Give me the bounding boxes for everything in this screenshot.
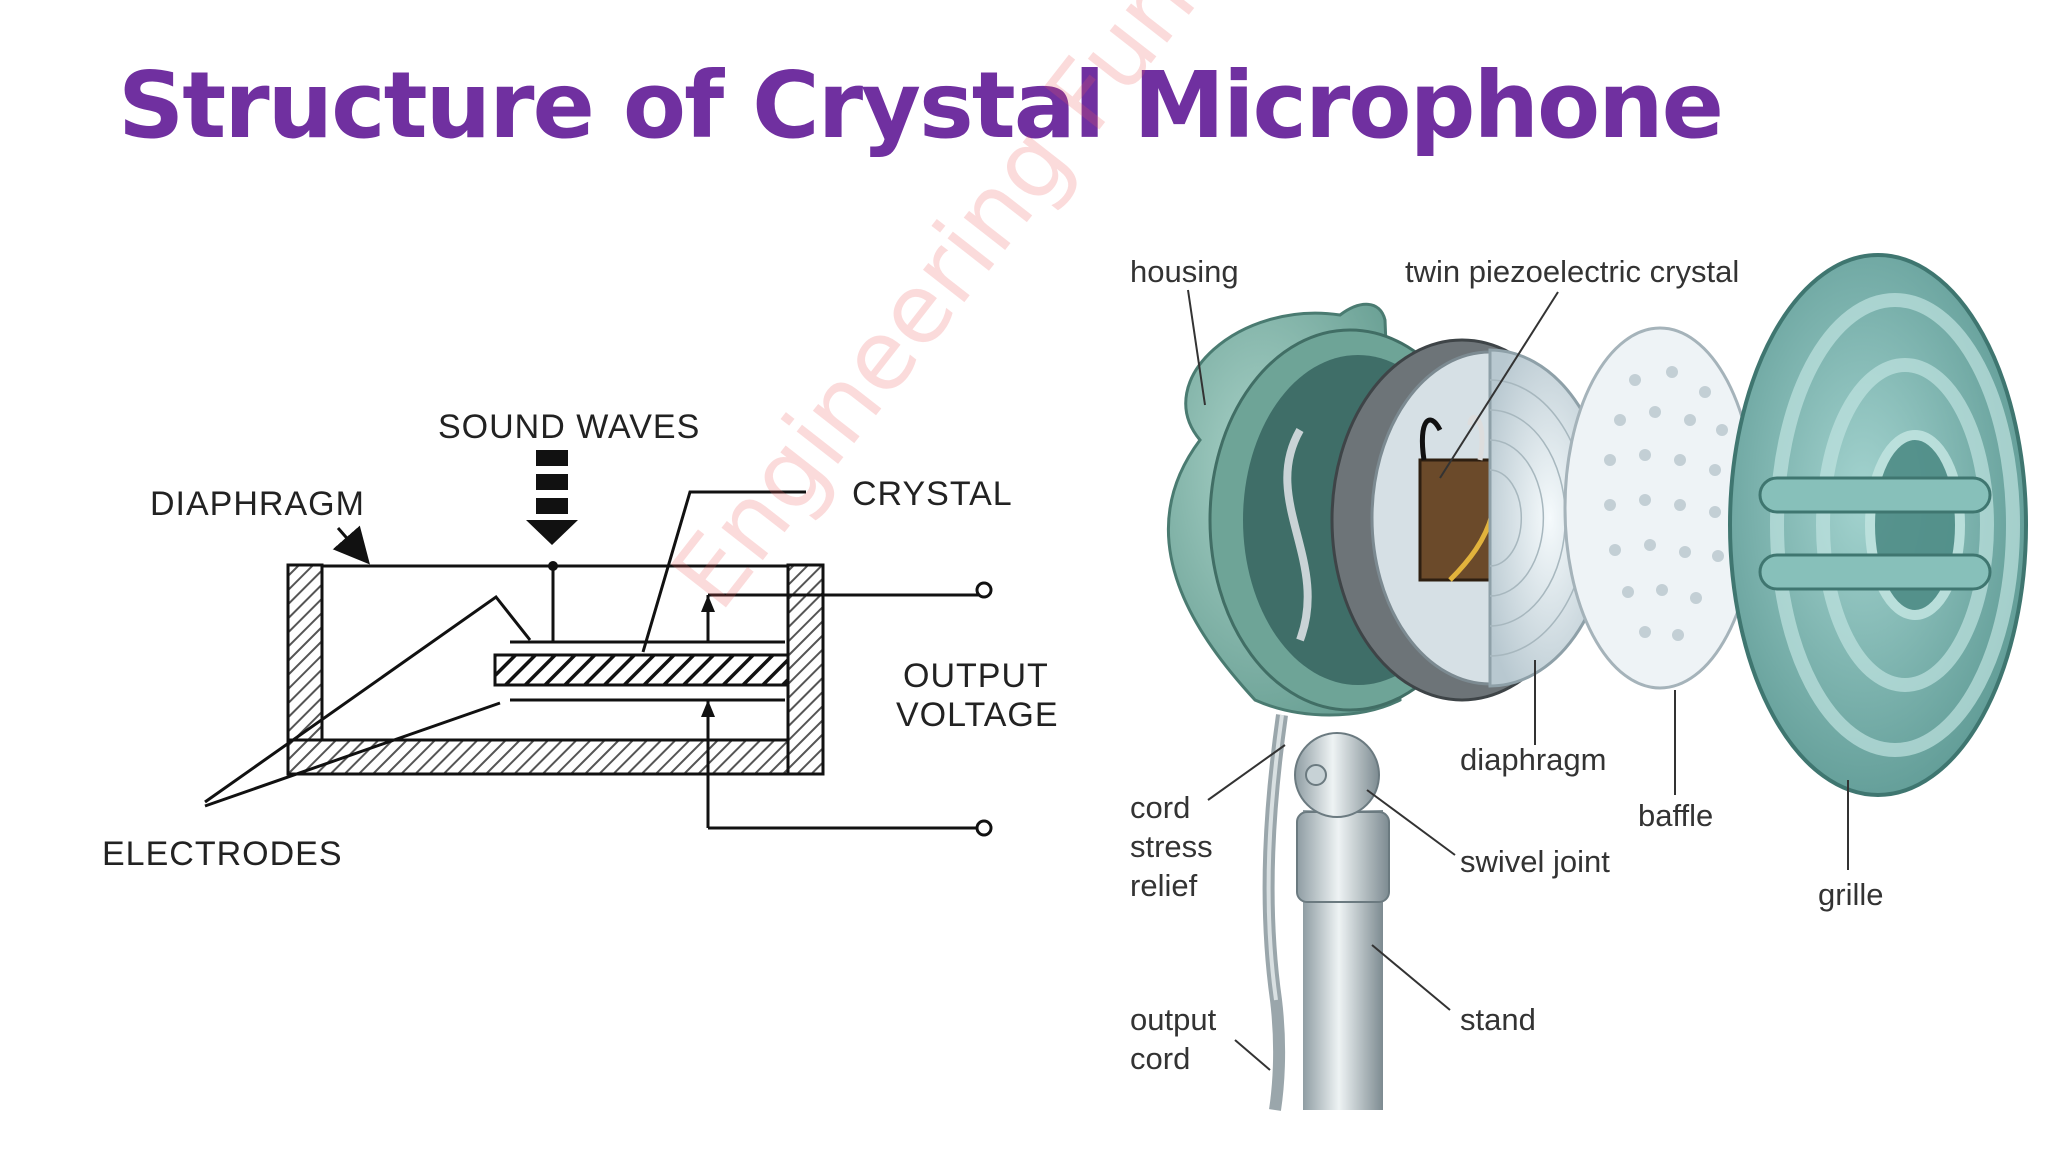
label-baffle: baffle [1638, 798, 1713, 833]
label-crystal: CRYSTAL [852, 475, 1013, 513]
casing-bottom-wall [286, 738, 825, 776]
label-cord: cord [1130, 790, 1190, 825]
baffle-holes [1604, 366, 1728, 641]
leader-lines [1187, 289, 1849, 1071]
electrode-leader-lower [204, 701, 501, 808]
sound-wave-block [536, 450, 568, 466]
internal-wire [1283, 428, 1312, 642]
slide-title: Structure of Crystal Microphone [118, 52, 1724, 159]
grille-bar [1758, 476, 1992, 514]
label-housing: housing [1130, 254, 1239, 289]
grille-bar [1758, 553, 1992, 591]
label-diaphragm-right: diaphragm [1460, 742, 1606, 777]
label-stand: stand [1460, 1002, 1536, 1037]
crystal-leader [641, 490, 806, 653]
label-output: output [1130, 1002, 1217, 1037]
arrow-up-icon [701, 595, 715, 612]
twin-piezoelectric-crystal [1418, 458, 1492, 582]
label-swivel-joint: swivel joint [1460, 844, 1610, 879]
label-voltage: VOLTAGE [896, 696, 1059, 734]
label-stress: stress [1130, 829, 1213, 864]
label-output: OUTPUT [903, 657, 1049, 695]
output-terminal-bottom [975, 819, 993, 837]
arrow-up-icon [701, 700, 715, 717]
label-output-cord: cord [1130, 1041, 1190, 1076]
label-electrodes: ELECTRODES [102, 835, 343, 873]
label-relief: relief [1130, 868, 1198, 903]
crystal-element [493, 653, 790, 687]
swivel-bolt-icon [1305, 764, 1327, 786]
baffle [1563, 326, 1757, 690]
sound-wave-arrow [526, 520, 578, 545]
diaphragm-leader [332, 525, 370, 565]
stand-collar [1296, 811, 1390, 903]
sound-wave-block [536, 498, 568, 514]
swivel-joint [1294, 732, 1380, 818]
schematic-diagram: SOUND WAVES DIAPHRAGM CRYSTAL OUTPUT VOL… [102, 408, 1059, 873]
label-diaphragm: DIAPHRAGM [150, 485, 365, 523]
label-grille: grille [1818, 877, 1883, 912]
label-twin-crystal: twin piezoelectric crystal [1405, 254, 1739, 289]
casing-left-wall [286, 563, 324, 772]
output-terminal-top [975, 581, 993, 599]
label-sound-waves: SOUND WAVES [438, 408, 700, 446]
sound-wave-block [536, 474, 568, 490]
electrode-leader-upper [204, 594, 532, 804]
